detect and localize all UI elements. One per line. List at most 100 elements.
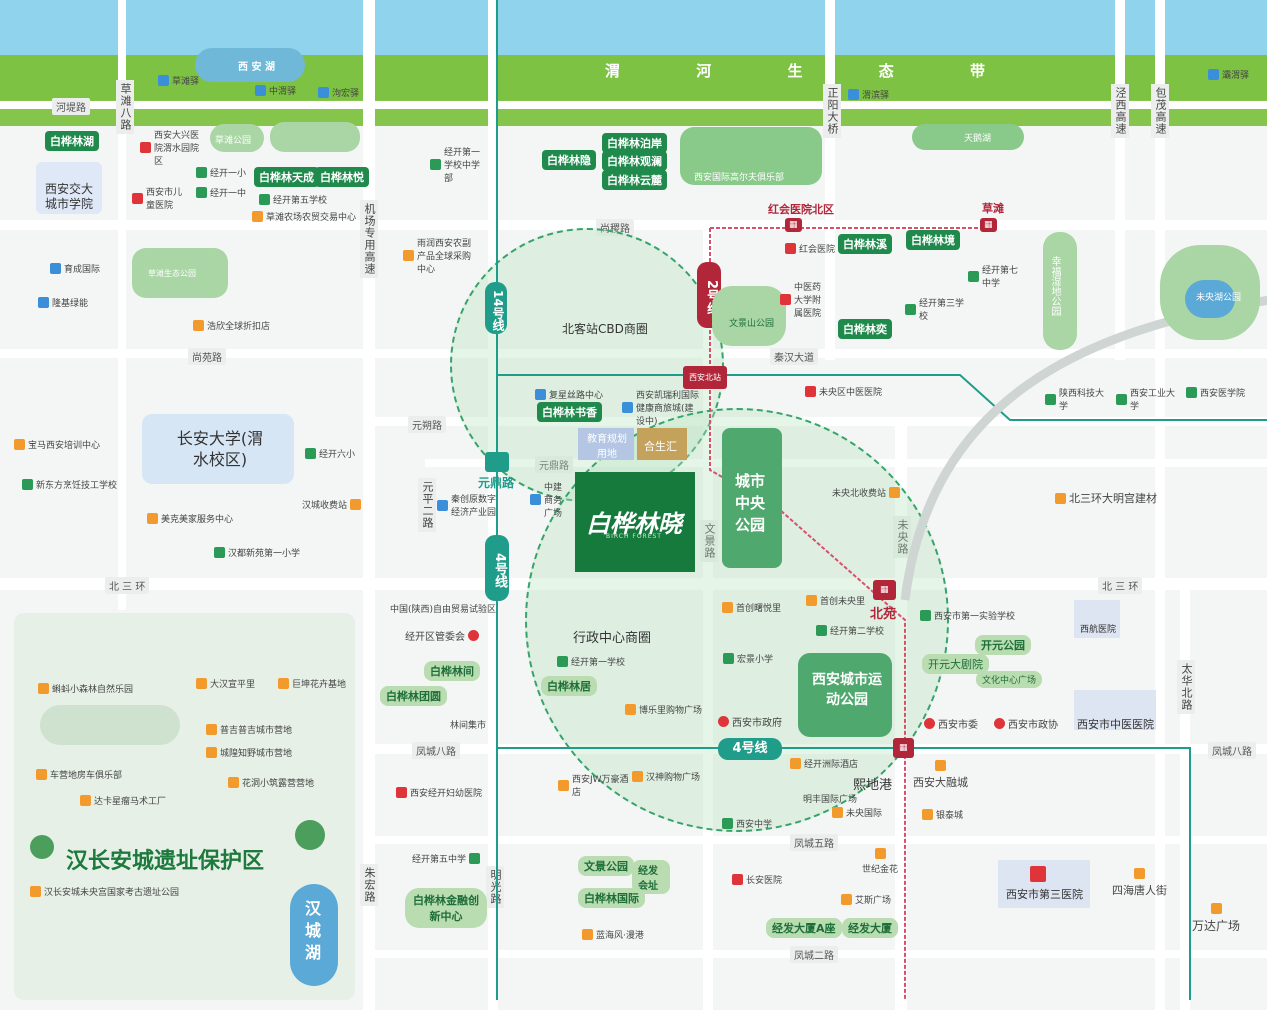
tianhu-park[interactable] xyxy=(912,124,1024,150)
poi-jingkai-7[interactable]: 经开第七中学 xyxy=(968,263,1026,289)
poi-xian-1st-school[interactable]: 西安市第一实验学校 xyxy=(920,609,1015,622)
poi-culture-square[interactable]: 文化中心广场 xyxy=(976,671,1043,688)
poi-city-government[interactable]: 西安市政府 xyxy=(718,714,782,729)
poi-century-ginwa[interactable]: 世纪金花 xyxy=(862,848,898,875)
poi-jingkai-3[interactable]: 经开第三学校 xyxy=(905,296,969,322)
poi-meike[interactable]: 美克美家服务中心 xyxy=(147,512,233,525)
wei-station-3[interactable]: 泃宏驿 xyxy=(318,86,359,99)
poi-linjian-market[interactable]: 林间集市 xyxy=(450,718,486,731)
hesheng-mall[interactable] xyxy=(637,428,687,460)
poi-longji[interactable]: 隆基绿能 xyxy=(38,296,88,309)
education-plot[interactable] xyxy=(578,428,634,460)
caotan-park[interactable] xyxy=(210,124,264,152)
poi-yurun[interactable]: 雨润西安农副产品全球采购中心 xyxy=(403,236,473,275)
line4-badge-vertical[interactable]: 4号线 xyxy=(485,535,509,601)
poi-xian-middle[interactable]: 西安中学 xyxy=(722,817,772,830)
poi-weiyang-hospital[interactable]: 未央区中医医院 xyxy=(805,385,882,398)
tag-baihualin-boan[interactable]: 白桦林泊岸 xyxy=(602,133,667,153)
tag-baihualin-ju[interactable]: 白桦林居 xyxy=(541,676,597,696)
tag-baihualin-yi[interactable]: 白桦林奕 xyxy=(838,319,892,339)
poi-bmw[interactable]: 宝马西安培训中心 xyxy=(14,438,100,451)
wenjing-mountain-park[interactable] xyxy=(712,286,786,346)
kaiyuan-park-tag[interactable]: 开元公园 xyxy=(975,635,1031,655)
xingfu-park[interactable] xyxy=(1043,232,1077,350)
poi-cppcc[interactable]: 西安市政协 xyxy=(994,716,1058,731)
poi-darongcheng[interactable]: 西安大融城 xyxy=(913,760,968,790)
golf-club[interactable] xyxy=(680,127,822,185)
xian-tcm-hospital[interactable] xyxy=(1074,690,1156,730)
poi-jingkai-5-middle[interactable]: 经开第五中学 xyxy=(412,852,481,865)
poi-weiyang-palace[interactable]: 汉长安城未央宫国家考古遗址公园 xyxy=(30,885,179,898)
poi-jingkai-committee[interactable]: 经开区管委会 xyxy=(405,628,479,643)
poi-chengchi[interactable]: 城隍知野城市营地 xyxy=(206,746,292,759)
poi-daminggong-materials[interactable]: 北三环大明宫建材 xyxy=(1055,490,1157,506)
sports-park[interactable] xyxy=(798,653,892,737)
tag-baihualin-yue[interactable]: 白桦林悦 xyxy=(315,167,369,187)
poi-wanda[interactable]: 万达广场 xyxy=(1192,903,1240,934)
poi-shouchuang[interactable]: 首创曙悦里 xyxy=(722,601,781,614)
line4-badge-horizontal[interactable]: 4号线 xyxy=(718,738,782,760)
station-hongfu[interactable]: ▦ xyxy=(785,218,802,232)
tag-baihualin-guanlan[interactable]: 白桦林观澜 xyxy=(602,151,667,171)
tag-baihualin-xi[interactable]: 白桦林溪 xyxy=(838,234,892,254)
poi-lanhai[interactable]: 蓝海风·漫港 xyxy=(582,928,644,941)
poi-sihai[interactable]: 四海唐人街 xyxy=(1112,868,1167,898)
station-beiyuan[interactable]: ▦ xyxy=(873,580,896,600)
jingfa-tag[interactable]: 经发会址 xyxy=(632,860,670,894)
tag-baihualin-jing[interactable]: 白桦林境 xyxy=(906,230,960,250)
station-xian-north[interactable]: 西安北站 xyxy=(683,366,727,389)
poi-hanshen[interactable]: 汉神购物广场 xyxy=(632,770,700,783)
poi-bole[interactable]: 博乐里购物广场 xyxy=(625,703,702,716)
poi-shouchuang-weiyang[interactable]: 首创未央里 xyxy=(806,594,865,607)
poi-yucheng[interactable]: 育成国际 xyxy=(50,262,100,275)
poi-jingkai-5[interactable]: 经开第五学校 xyxy=(259,193,327,206)
wei-station-1[interactable]: 草滩驿 xyxy=(158,74,199,87)
tag-baihualin-yunlu[interactable]: 白桦林云麓 xyxy=(602,170,667,190)
poi-children-hospital[interactable]: 西安市儿童医院 xyxy=(132,185,188,211)
poi-puji[interactable]: 普吉普吉城市营地 xyxy=(206,723,292,736)
tag-baihualin-shuxiang[interactable]: 白桦林书香 xyxy=(537,402,602,422)
poi-handu[interactable]: 汉都新苑第一小学 xyxy=(214,546,300,559)
finance-center-tag[interactable]: 白桦林金融创新中心 xyxy=(405,888,487,928)
poi-shaanxi-tech[interactable]: 陕西科技大学 xyxy=(1045,386,1107,412)
poi-xian-industry-univ[interactable]: 西安工业大学 xyxy=(1116,386,1178,412)
poi-kaiyuan-theater[interactable]: 开元大剧院 xyxy=(922,654,989,674)
poi-hancheng-toll[interactable]: 汉城收费站 xyxy=(302,498,362,511)
xihang-hospital[interactable] xyxy=(1074,600,1120,638)
poi-jingfa-a[interactable]: 经发大厦A座 xyxy=(766,918,842,938)
central-park[interactable] xyxy=(722,428,782,568)
poi-jw-marriott[interactable]: 西安JW万豪酒店 xyxy=(558,772,632,798)
station-xiditang[interactable]: ▦ xyxy=(893,738,914,758)
tag-baihualin-guoji[interactable]: 白桦林国际 xyxy=(578,888,645,908)
poi-fuxing[interactable]: 复星丝路中心 xyxy=(535,388,603,401)
poi-jingkai-1m[interactable]: 经开一中 xyxy=(196,186,246,199)
poi-jukun[interactable]: 巨坤花卉基地 xyxy=(278,677,346,690)
tag-baihualin-yin[interactable]: 白桦林隐 xyxy=(542,150,596,170)
poi-new-oriental[interactable]: 新东方烹饪技工学校 xyxy=(22,478,117,491)
poi-jingkai-middle[interactable]: 经开第一学校中学部 xyxy=(430,145,486,184)
poi-weiyang-toll[interactable]: 未央北收费站 xyxy=(832,486,901,499)
project-site[interactable] xyxy=(575,472,695,572)
poi-jingkai-1st[interactable]: 经开第一学校 xyxy=(557,655,625,668)
poi-changan-hospital[interactable]: 长安医院 xyxy=(732,873,782,886)
poi-xian-medical-univ[interactable]: 西安医学院 xyxy=(1186,386,1246,399)
poi-jingkai-6[interactable]: 经开六小 xyxy=(305,447,355,460)
poi-jingkai-2[interactable]: 经开第二学校 xyxy=(816,624,884,637)
tag-baihualin-tuanyuan[interactable]: 白桦林团圆 xyxy=(380,686,447,706)
poi-hongfu-hospital[interactable]: 红会医院 xyxy=(785,242,835,255)
caotan-farm-park[interactable] xyxy=(270,122,360,152)
wei-station-5[interactable]: 灞渭驿 xyxy=(1208,68,1249,81)
poi-mingfeng[interactable]: 明丰国际广场 xyxy=(803,792,857,805)
poi-haoxin[interactable]: 浩欣全球折扣店 xyxy=(193,319,270,332)
poi-dahan[interactable]: 大汉宣平里 xyxy=(196,677,255,690)
poi-kairuili[interactable]: 西安凯瑞利国际健康商旅城(建设中) xyxy=(622,388,702,427)
poi-yintai[interactable]: 银泰城 xyxy=(922,808,963,821)
poi-daxing-hospital[interactable]: 西安大兴医院渭水园院区 xyxy=(140,128,202,167)
changan-university[interactable] xyxy=(142,414,294,484)
poi-rv-club[interactable]: 车营地房车俱乐部 xyxy=(36,768,122,781)
poi-intercontinental[interactable]: 经开洲际酒店 xyxy=(790,757,858,770)
caotan-eco-park[interactable] xyxy=(132,248,228,298)
wenjing-park-tag[interactable]: 文景公园 xyxy=(578,856,634,876)
poi-aisi[interactable]: 艾斯广场 xyxy=(841,893,891,906)
poi-zhongjian[interactable]: 中建商务广场 xyxy=(530,480,570,519)
